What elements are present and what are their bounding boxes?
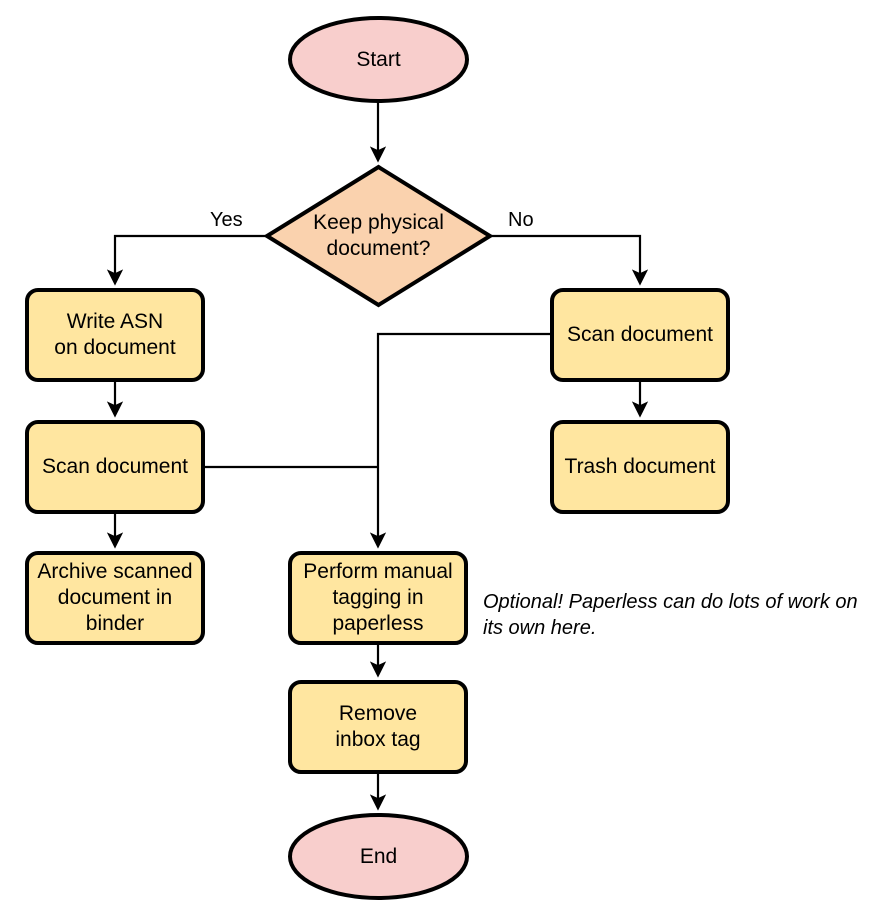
node-write-asn[interactable] xyxy=(25,288,205,382)
edge-decision-no-to-scan-right xyxy=(490,234,649,286)
node-scan-document-right[interactable] xyxy=(550,288,730,382)
edge-scan-right-to-manual-tagging xyxy=(369,332,552,549)
node-scan-document-left[interactable] xyxy=(25,420,205,514)
node-keep-physical-document[interactable] xyxy=(263,164,494,308)
edge-label-no: No xyxy=(508,209,534,231)
optional-note-annotation: Optional! Paperless can do lots of work … xyxy=(483,591,858,639)
node-trash-document[interactable] xyxy=(550,420,730,514)
edge-label-yes: Yes xyxy=(210,209,243,231)
node-remove-inbox-tag[interactable] xyxy=(288,680,468,774)
node-archive-scanned-document[interactable] xyxy=(25,551,205,645)
node-perform-manual-tagging[interactable] xyxy=(288,551,468,645)
node-start[interactable] xyxy=(288,16,469,103)
node-end[interactable] xyxy=(288,813,469,900)
edge-decision-yes-to-write-asn xyxy=(106,234,267,286)
